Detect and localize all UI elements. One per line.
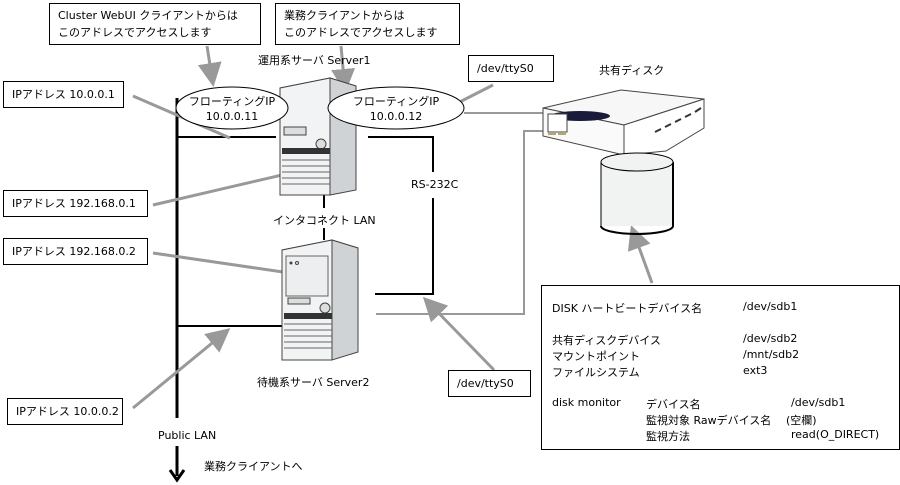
monitor-method-value: read(O_DIRECT) — [791, 428, 880, 441]
ip-192-168-0-1-text: IPアドレス 192.168.0.1 — [12, 197, 136, 210]
floating-ip-1-address: 10.0.0.11 — [205, 110, 259, 123]
tty-top-callout: /dev/ttyS0 — [468, 55, 554, 82]
business-callout-line1: 業務クライアントからは — [284, 9, 405, 22]
shared-device-label: 共有ディスクデバイス — [552, 334, 661, 347]
webui-callout: Cluster WebUI クライアントからは このアドレスでアクセスします — [49, 3, 261, 45]
ip-192-168-0-2-text: IPアドレス 192.168.0.2 — [12, 245, 136, 258]
floating-ip-1: フローティングIP 10.0.0.11 — [176, 94, 288, 124]
rs232c-label: RS-232C — [411, 178, 459, 191]
server2-label: 待機系サーバ Server2 — [257, 376, 370, 389]
floating-ip-2: フローティングIP 10.0.0.12 — [330, 94, 462, 124]
floating-ip-2-address: 10.0.0.12 — [369, 110, 423, 123]
tty-top-text: /dev/ttyS0 — [477, 62, 534, 75]
floating-ip-2-label: フローティングIP — [352, 95, 440, 108]
mount-point-value: /mnt/sdb2 — [743, 348, 800, 361]
ip-192-168-0-2-callout: IPアドレス 192.168.0.2 — [3, 238, 148, 265]
disk-link-server2 — [376, 130, 546, 315]
monitor-raw-label: 監視対象 Rawデバイス名 — [646, 414, 772, 427]
down-arrow-icon — [168, 469, 186, 483]
filesystem-label: ファイルシステム — [552, 366, 640, 379]
shared-device-value: /dev/sdb2 — [743, 332, 798, 345]
interconnect-lan-label: インタコネクト LAN — [273, 214, 376, 227]
ip-10-0-0-2-text: IPアドレス 10.0.0.2 — [16, 405, 119, 418]
ip-10-0-0-1-text: IPアドレス 10.0.0.1 — [12, 88, 115, 101]
server1-label: 運用系サーバ Server1 — [258, 54, 371, 67]
webui-callout-line2: このアドレスでアクセスします — [58, 26, 212, 39]
monitor-device-label: デバイス名 — [646, 398, 701, 411]
filesystem-value: ext3 — [743, 364, 768, 377]
tty-bottom-text: /dev/ttyS0 — [457, 377, 514, 390]
public-lan-label: Public LAN — [158, 429, 217, 442]
business-callout: 業務クライアントからは このアドレスでアクセスします — [275, 3, 460, 45]
server2-icon — [281, 239, 359, 361]
shared-disk-title: 共有ディスク — [599, 64, 665, 77]
disk-info-panel: DISK ハートビートデバイス名 /dev/sdb1 共有ディスクデバイス /d… — [541, 285, 900, 450]
disk-monitor-label: disk monitor — [552, 396, 621, 409]
monitor-raw-value: (空欄) — [786, 414, 817, 427]
floating-ip-ellipse-1 — [175, 86, 289, 130]
monitor-method-label: 監視方法 — [646, 430, 690, 443]
webui-callout-line1: Cluster WebUI クライアントからは — [58, 9, 238, 22]
ip-192-168-0-1-callout: IPアドレス 192.168.0.1 — [3, 190, 148, 217]
floating-ip-1-label: フローティングIP — [188, 95, 276, 108]
rs232c-lower — [375, 198, 434, 295]
business-callout-line2: このアドレスでアクセスします — [284, 26, 438, 39]
ip-10-0-0-2-callout: IPアドレス 10.0.0.2 — [7, 398, 123, 425]
floating-ip-ellipse-2 — [327, 86, 465, 130]
monitor-device-value: /dev/sdb1 — [791, 396, 846, 409]
disk-cylinder-icon — [600, 152, 674, 235]
shared-disk-enclosure-icon — [542, 89, 705, 156]
rs232c-upper — [368, 136, 434, 172]
ip-10-0-0-1-callout: IPアドレス 10.0.0.1 — [3, 81, 124, 108]
tty-bottom-callout: /dev/ttyS0 — [448, 370, 531, 397]
to-clients-label: 業務クライアントへ — [204, 460, 303, 473]
mount-point-label: マウントポイント — [552, 350, 640, 363]
heartbeat-label: DISK ハートビートデバイス名 — [552, 302, 703, 315]
heartbeat-value: /dev/sdb1 — [743, 300, 798, 313]
